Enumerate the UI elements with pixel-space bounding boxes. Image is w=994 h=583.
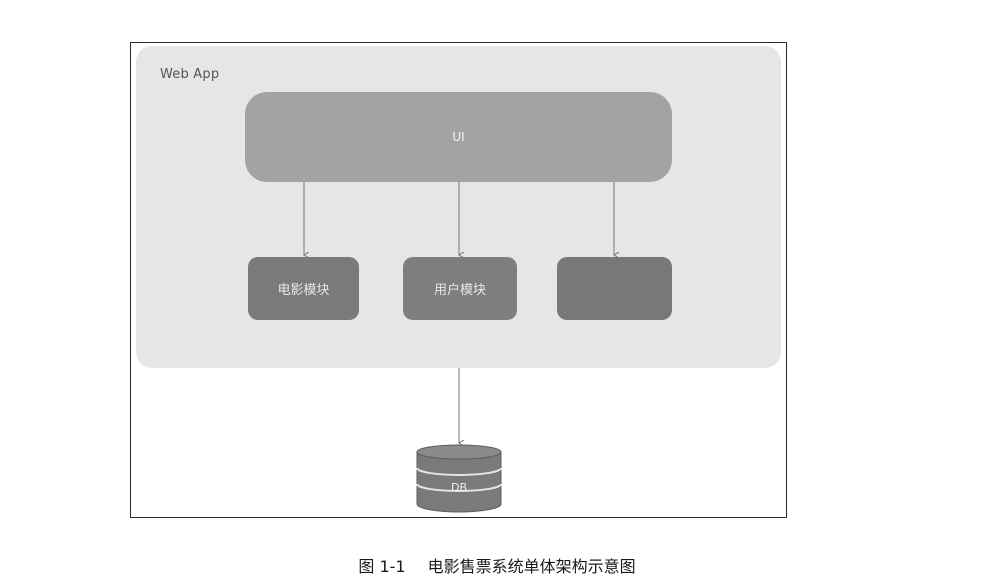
movie-module-label: 电影模块 bbox=[277, 283, 330, 298]
database-icon bbox=[416, 444, 502, 513]
ui-layer: UI bbox=[245, 92, 672, 182]
user-module-label: 用户模块 bbox=[433, 283, 486, 298]
movie-module: 电影模块 bbox=[248, 257, 359, 320]
figure-title: 电影售票系统单体架构示意图 bbox=[427, 557, 636, 576]
user-module: 用户模块 bbox=[403, 257, 517, 320]
other-module bbox=[557, 257, 672, 320]
figure-caption: 图 1-1 电影售票系统单体架构示意图 bbox=[0, 553, 994, 577]
figure-number: 图 1-1 bbox=[358, 557, 406, 576]
ui-layer-label: UI bbox=[452, 130, 465, 144]
database-label: DB bbox=[450, 481, 468, 494]
web-app-label: Web App bbox=[160, 67, 220, 82]
